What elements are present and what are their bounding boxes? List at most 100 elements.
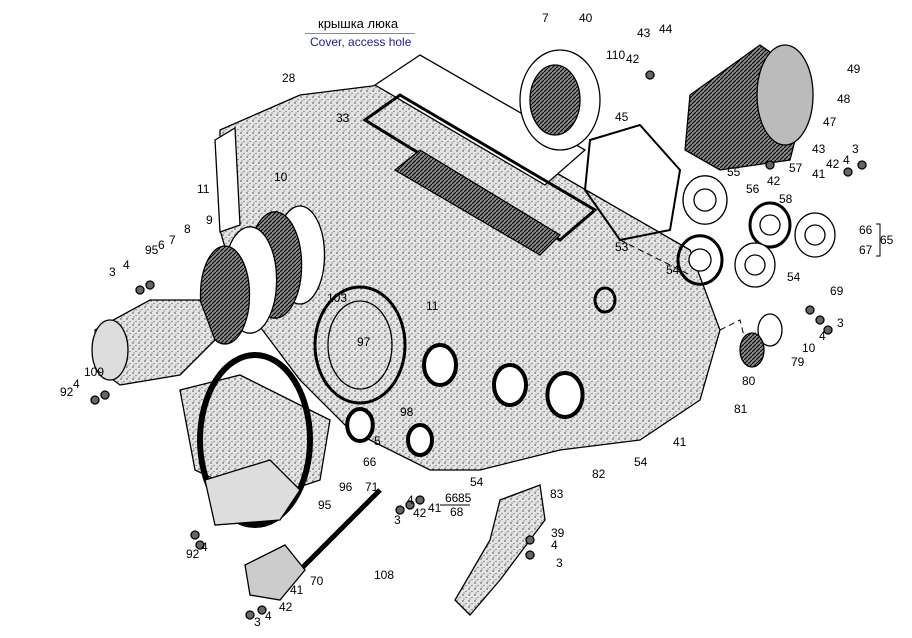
caption-english: Cover, access hole [310, 35, 412, 49]
callout-label: 39 [551, 526, 565, 540]
callout-label: 4 [201, 540, 208, 554]
flange-bore [744, 254, 766, 276]
callout-label: 44 [659, 22, 673, 36]
callout-label: 96 [339, 480, 353, 494]
yoke-end [91, 319, 129, 381]
callout-label: 68 [450, 505, 464, 519]
callout-label: 79 [791, 355, 805, 369]
callout-label: 56 [746, 182, 760, 196]
drive-shaft [298, 488, 382, 572]
nut [857, 160, 867, 170]
callout-label: 98 [400, 405, 414, 419]
nut [405, 500, 415, 510]
callout-label: 47 [823, 115, 837, 129]
callout-label: 109 [84, 365, 104, 379]
round-cover [327, 300, 393, 390]
group-bracket [876, 223, 881, 257]
callout-label: 28 [282, 71, 296, 85]
callout-label: 42 [626, 52, 640, 66]
oil-seal [422, 343, 458, 387]
callout-label: 3 [394, 513, 401, 527]
callout-label: 85 [458, 491, 472, 505]
callout-label: 43 [637, 26, 651, 40]
callout-label: 4 [819, 329, 826, 343]
nut [525, 550, 535, 560]
callout-label: 95 [145, 243, 159, 257]
callout-label: 43 [812, 142, 826, 156]
callout-label: 6 [158, 238, 165, 252]
nut [645, 70, 655, 80]
callout-label: 54 [634, 455, 648, 469]
callout-label: 103 [327, 291, 347, 305]
oil-seal [406, 423, 434, 457]
nut [765, 160, 775, 170]
nut [843, 167, 853, 177]
callout-label: 81 [734, 402, 748, 416]
callout-label: 41 [673, 435, 687, 449]
callout-label: 5 [374, 434, 381, 448]
callout-label: 4 [551, 538, 558, 552]
caption-divider [305, 33, 415, 34]
callout-label: 11 [426, 299, 439, 313]
nut [257, 605, 267, 615]
disc [757, 313, 783, 347]
callout-label: 71 [365, 480, 379, 494]
pump-housing [179, 374, 331, 501]
pump-body [204, 459, 301, 526]
flange-bore [693, 188, 717, 212]
callout-label: 7 [542, 11, 549, 25]
nut [245, 610, 255, 620]
nut [525, 535, 535, 545]
callout-label: 82 [592, 467, 606, 481]
flange-bore [804, 224, 826, 246]
callout-label: 3 [837, 316, 844, 330]
callout-label: 95 [318, 498, 332, 512]
nut [145, 280, 155, 290]
caption-russian: крышка люка [318, 16, 399, 31]
callout-label: 92 [186, 547, 200, 561]
callout-label: 80 [742, 374, 756, 388]
flange [748, 201, 792, 249]
housing-flange [214, 126, 241, 233]
callout-label: 4 [265, 609, 272, 623]
callout-label: 66 [859, 223, 873, 237]
flange-bore [759, 214, 781, 236]
clutch-disk [199, 245, 251, 345]
oil-pipe [454, 484, 546, 616]
callout-label: 3 [109, 265, 116, 279]
callout-label: 92 [60, 385, 74, 399]
ring-gear [197, 352, 313, 528]
callout-label: 65 [880, 233, 894, 247]
pump-small [244, 544, 306, 601]
gear-ring [756, 44, 814, 146]
callout-label: 3 [254, 615, 261, 629]
callout-label: 108 [374, 568, 394, 582]
nut [90, 395, 100, 405]
callout-label: 10 [274, 170, 288, 184]
callout-label: 48 [837, 92, 851, 106]
callout-label: 66 [363, 455, 377, 469]
nut [805, 305, 815, 315]
round-gasket [313, 285, 407, 405]
callout-label: 41 [812, 167, 826, 181]
callout-label: 41 [290, 583, 304, 597]
nut [190, 530, 200, 540]
callout-label: 58 [779, 192, 793, 206]
nut [815, 315, 825, 325]
oil-seal [545, 371, 585, 419]
callout-label: 42 [767, 174, 781, 188]
callout-label: 54 [787, 270, 801, 284]
lifting-eye [593, 286, 617, 314]
callout-label: 83 [550, 487, 564, 501]
bearing [529, 64, 581, 136]
callout-label: 41 [428, 501, 442, 515]
nut [195, 540, 205, 550]
callout-label: 11 [197, 182, 210, 196]
flange-bore [688, 248, 712, 272]
callout-label: 67 [859, 243, 873, 257]
oil-seal [492, 363, 528, 407]
nut [823, 325, 833, 335]
callout-label: 54 [470, 475, 484, 489]
